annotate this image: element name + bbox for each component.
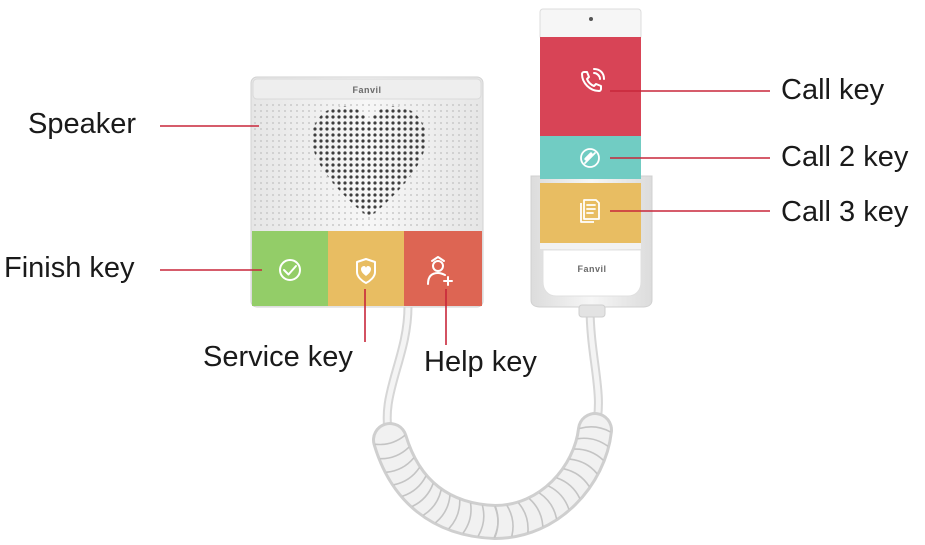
cable-coil-ridge [506,505,514,537]
label-call-3-key: Call 3 key [781,196,909,228]
cable-coil-ridge [538,492,558,519]
cable-coil-ridge [462,502,472,534]
cable-coil-ridge [528,498,544,527]
pill-icon [580,148,600,168]
cable-coil-ridge [411,483,434,507]
cable-coil-ridge [402,475,427,497]
label-help-key: Help key [424,346,537,378]
leader-lines [160,90,770,345]
base-unit: Fanvil [250,76,484,308]
heart-speaker-icon [312,106,426,218]
cable-coil-ridge [556,477,581,499]
label-service-key: Service key [203,341,353,373]
check-circle-icon [279,259,301,281]
document-icon [580,199,600,223]
cradle-brand-logo: Fanvil [577,264,606,274]
cable-coil-ridge [574,448,604,461]
base-brand-logo: Fanvil [352,85,381,95]
cable-coil-ridge [422,489,442,516]
cable-coil-ridge [518,502,529,533]
cable-coil-ridge [379,446,410,460]
handset-microphone [589,17,593,21]
label-call-2-key: Call 2 key [781,141,909,173]
cable-coil-ridge [393,467,420,486]
call-key[interactable] [540,37,641,136]
handset [539,8,642,249]
cable-coil-ridge [579,425,611,433]
heart-badge-icon [356,258,376,284]
cable-coil-ridge [569,458,598,475]
label-finish-key: Finish key [4,252,135,284]
nurse-plus-icon [427,256,453,286]
label-speaker: Speaker [28,108,137,140]
label-call-key: Call key [781,74,885,106]
cable-coil-ridge [386,457,415,474]
cable-coil-ridge [477,505,485,537]
cable-coil-ridge [577,437,609,447]
cable-coil-ridge [548,485,570,510]
phone-icon [581,68,605,92]
cable-coil-ridge [448,499,461,530]
cable-coil-ridge [494,506,499,538]
cable-coil-ridge [435,495,451,524]
cable-coil-ridge [374,434,406,446]
coiled-cable [372,301,613,541]
call-3-key[interactable] [540,183,641,245]
cable-coil-ridge [563,468,590,487]
finish-key[interactable] [252,231,328,306]
